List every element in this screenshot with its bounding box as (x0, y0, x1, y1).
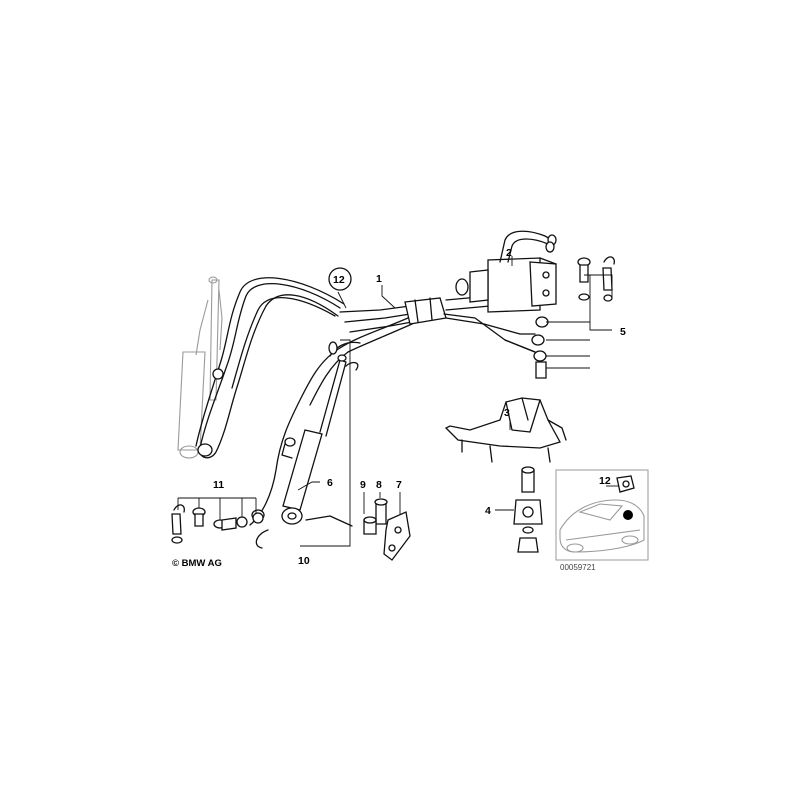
location-marker (623, 510, 633, 520)
hydraulic-cylinder (281, 354, 347, 525)
callout-12-circle (328, 267, 352, 291)
callout-5: 5 (620, 326, 626, 338)
leader-lines (177, 256, 620, 547)
hydraulic-lines-left (195, 277, 345, 459)
image-number: 00059721 (560, 563, 596, 572)
mounting-bracket (444, 397, 567, 463)
callout-7: 7 (396, 479, 402, 491)
callout-3: 3 (504, 407, 510, 419)
vehicle-inset: 12 00059721 (555, 469, 649, 572)
hinge-bracket-and-screws (363, 498, 411, 561)
spring-clip (255, 515, 353, 549)
copyright-label: © BMW AG (172, 558, 222, 569)
callout-labels: 1 2 3 4 5 6 7 8 9 10 11 12 (213, 247, 626, 567)
hydraulic-pump-unit (455, 230, 557, 379)
callout-10: 10 (298, 555, 310, 567)
bolt-and-clip (577, 256, 615, 302)
callout-8: 8 (376, 479, 382, 491)
callout-9: 9 (360, 479, 366, 491)
hydraulic-lines-cylinder (249, 317, 413, 526)
callout-11: 11 (213, 479, 224, 491)
line-fittings (171, 504, 264, 544)
callout-1: 1 (376, 273, 382, 285)
callout-6: 6 (327, 477, 333, 489)
inset-callout-12: 12 (599, 475, 611, 487)
callout-12: 12 (333, 274, 345, 286)
callout-4: 4 (485, 505, 491, 517)
grommet-stack (513, 466, 543, 553)
callout-2: 2 (506, 247, 512, 259)
hose-bundle-center (339, 295, 536, 353)
